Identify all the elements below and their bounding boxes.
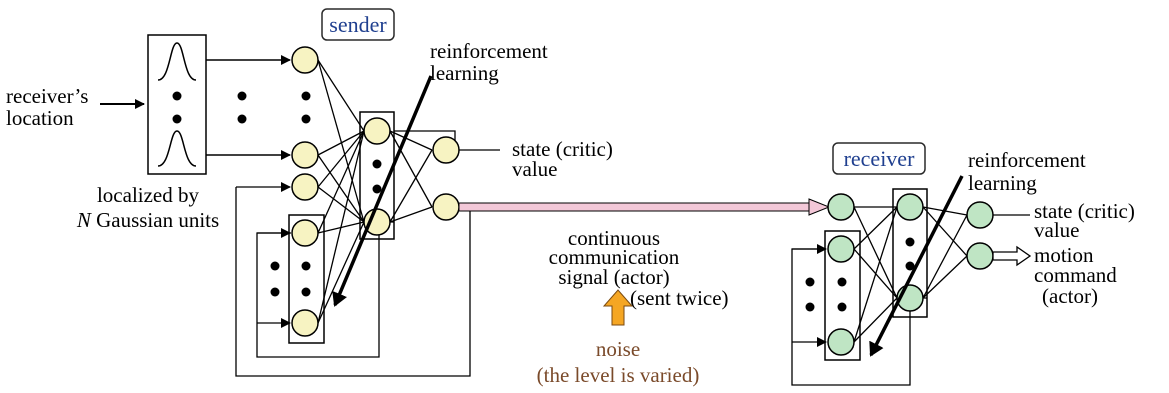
ellipsis-dot (237, 114, 247, 124)
ellipsis-dot (172, 114, 182, 124)
receiver-rl-arrow (869, 175, 964, 357)
gaussian-curve-top (157, 42, 197, 81)
receiver-hidden-node (896, 193, 924, 221)
motion-line2: command (1034, 263, 1117, 287)
ellipsis-dot (372, 184, 382, 194)
input-label-line1: receiver’s (6, 84, 88, 108)
ellipsis-dot (301, 261, 311, 271)
ellipsis-dot (372, 159, 382, 169)
signal-arrow-head (808, 198, 831, 216)
noise-line2: (the level is varied) (537, 363, 700, 387)
gaussian-curve-bottom (157, 130, 197, 167)
gauss-label-line1: localized by (97, 183, 200, 207)
sender-input-node (291, 46, 319, 74)
ellipsis-dot (837, 277, 847, 287)
sender-network: receiver’s location localized by N Gauss… (6, 8, 613, 377)
sender-critic-node (432, 136, 460, 164)
signal-arrow-shaft (458, 202, 812, 212)
motion-line1: motion (1034, 243, 1094, 267)
receiver-network: reinforcement learning state (critic) va… (791, 142, 1135, 386)
receiver-critic-line1: state (critic) (1034, 199, 1135, 223)
receiver-input-node (827, 193, 855, 221)
motion-line3: (actor) (1042, 284, 1098, 308)
sender-critic-line2: value (512, 157, 557, 181)
receiver-actor-node (966, 242, 994, 270)
sender-actor-node (432, 193, 460, 221)
signal-line2: communication (549, 245, 680, 269)
feedback-loop (235, 187, 471, 377)
receiver-context-box (824, 230, 861, 361)
receiver-tag: receiver (844, 146, 915, 171)
ellipsis-dot (237, 91, 247, 101)
sender-context-node (291, 219, 319, 247)
signal-line3: signal (actor) (558, 265, 669, 289)
sent-twice: (sent twice) (630, 286, 729, 310)
ellipsis-dot (301, 287, 311, 297)
sender-context-node (291, 309, 319, 337)
ellipsis-dot (270, 261, 280, 271)
receiver-critic-node (966, 201, 994, 229)
receiver-tag-box (832, 142, 926, 175)
ellipsis-dot (301, 114, 311, 124)
ellipsis-dot (172, 91, 182, 101)
ellipsis-dot (837, 302, 847, 312)
gauss-label-line2: N Gaussian units (76, 208, 219, 232)
receiver-context-node (827, 328, 855, 356)
sender-hidden-node (363, 117, 391, 145)
ellipsis-dot (905, 261, 915, 271)
sender-input-node (291, 141, 319, 169)
communication-channel: continuous communication signal (actor) … (458, 198, 831, 387)
noise-line1: noise (596, 337, 640, 361)
ellipsis-dot (301, 91, 311, 101)
sender-rl-line1: reinforcement (430, 39, 548, 63)
sender-rl-arrow (332, 75, 433, 307)
ellipsis-dot (270, 287, 280, 297)
sender-tag-box (321, 8, 395, 41)
noise-arrow (602, 289, 634, 326)
sender-input-hidden-connections (256, 59, 456, 358)
receiver-context-node (827, 235, 855, 263)
ellipsis-dot (905, 237, 915, 247)
sender-context-box (288, 214, 325, 344)
signal-line1: continuous (568, 226, 660, 250)
receiver-critic-line2: value (1034, 218, 1079, 242)
receiver-nodes (827, 193, 994, 356)
input-label-line2: location (6, 106, 74, 130)
receiver-rl-line2: learning (968, 171, 1037, 195)
sender-tag: sender (329, 12, 387, 37)
sender-input-node (291, 173, 319, 201)
motion-arrow (992, 245, 1032, 267)
sender-critic-line1: state (critic) (512, 137, 613, 161)
ellipsis-dot (805, 302, 815, 312)
receiver-connections (791, 206, 968, 386)
sender-hidden-box (359, 111, 395, 240)
gaussian-units-box (147, 34, 207, 175)
receiver-rl-line1: reinforcement (968, 148, 1086, 172)
ellipsis-dot (805, 277, 815, 287)
sender-rl-line2: learning (430, 61, 499, 85)
